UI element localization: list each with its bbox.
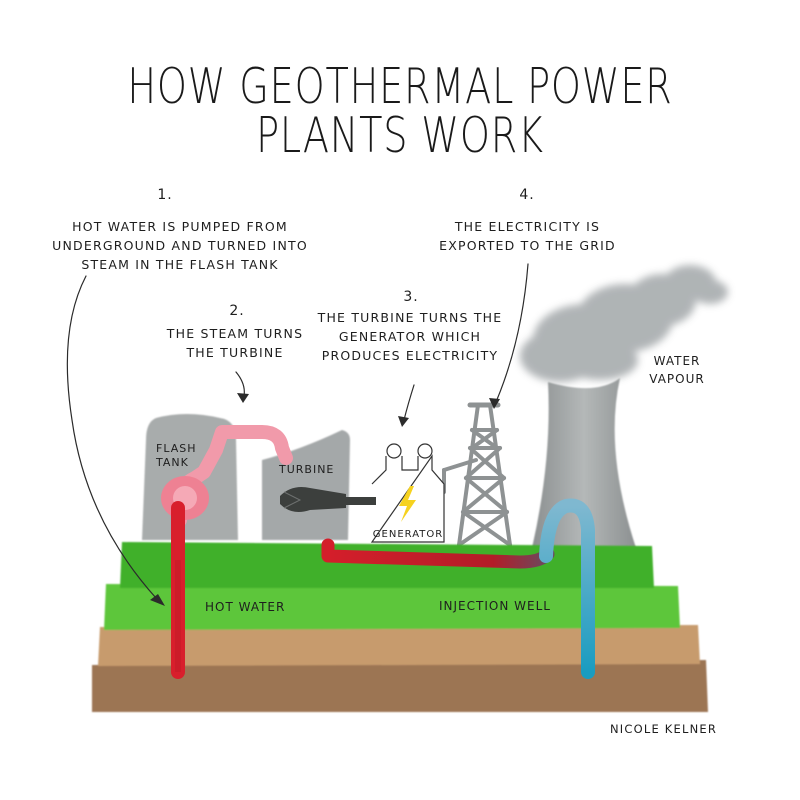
step-1-number: 1.: [157, 187, 173, 203]
step-4-text: The electricity is exported to the grid: [439, 219, 616, 253]
generator: [370, 443, 445, 543]
arrowhead-2: [237, 393, 249, 403]
grass-lower-layer: [104, 584, 680, 630]
artist-credit: Nicole Kelner: [610, 722, 718, 736]
arrowhead-4: [489, 398, 500, 409]
arrow-4: [495, 263, 529, 403]
step-3-number: 3.: [403, 289, 419, 305]
transmission-tower: [442, 402, 512, 547]
step-4-number: 4.: [519, 187, 535, 203]
turbine-label: Turbine: [279, 463, 335, 476]
arrowhead-3: [398, 416, 409, 427]
arrowhead-1: [150, 594, 165, 606]
arrow-1: [66, 275, 157, 599]
injection-well-label: Injection well: [439, 599, 551, 613]
water-vapour-label: Water vapour: [649, 354, 705, 386]
lightning-icon: [399, 486, 416, 522]
deep-soil-layer: [92, 660, 708, 712]
grass-top-layer: [120, 542, 654, 588]
page-title: How Geothermal Power Plants Work: [127, 58, 673, 164]
injection-well-pipe: [539, 498, 595, 679]
ground-layers: [92, 542, 708, 712]
generator-label: Generator: [372, 529, 444, 540]
arrow-3: [403, 384, 415, 421]
turbine-shaft: [280, 487, 376, 512]
step-2-text: The steam turns the turbine: [166, 326, 304, 360]
step-3-text: The turbine turns the generator which pr…: [317, 310, 503, 363]
step-2-number: 2.: [229, 303, 245, 319]
water-vapour-cloud: [520, 265, 728, 382]
soil-layer: [98, 625, 700, 666]
flash-tank-label: Flash tank: [156, 442, 197, 469]
hot-water-label: Hot water: [205, 600, 286, 614]
arrow-2: [235, 371, 245, 397]
step-1-text: Hot water is pumped from underground and…: [52, 219, 308, 272]
